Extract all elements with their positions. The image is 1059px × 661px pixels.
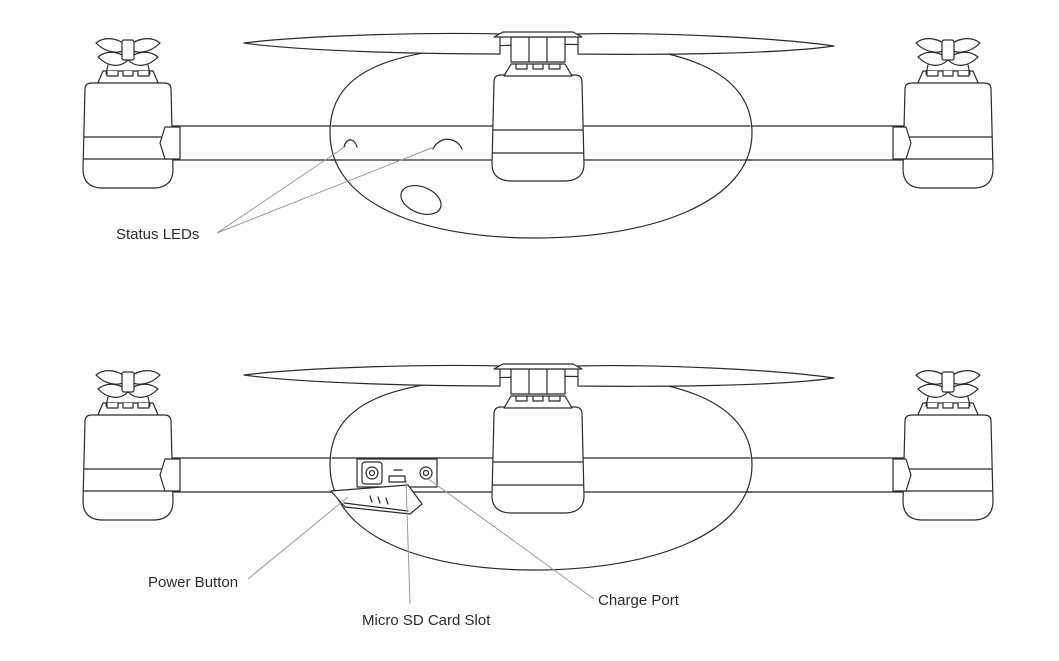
- charge-port-leader: [426, 477, 595, 600]
- status-leds-leader: [216, 145, 435, 234]
- micro-sd-slot: [388, 475, 406, 483]
- drone-bottom-view: [83, 364, 993, 605]
- power-button-label: Power Button: [148, 574, 238, 591]
- status-led-right: [432, 138, 463, 150]
- drone-top-view: [83, 32, 993, 238]
- micro-sd-leader: [405, 479, 411, 605]
- status-led-left: [343, 139, 358, 148]
- status-leds-label: Status LEDs: [116, 226, 199, 243]
- micro-sd-card-slot-label: Micro SD Card Slot: [362, 612, 491, 629]
- top-button: [400, 185, 442, 215]
- power-button-flap: [330, 484, 423, 515]
- charge-port-label: Charge Port: [598, 592, 680, 609]
- power-button-leader: [247, 496, 349, 580]
